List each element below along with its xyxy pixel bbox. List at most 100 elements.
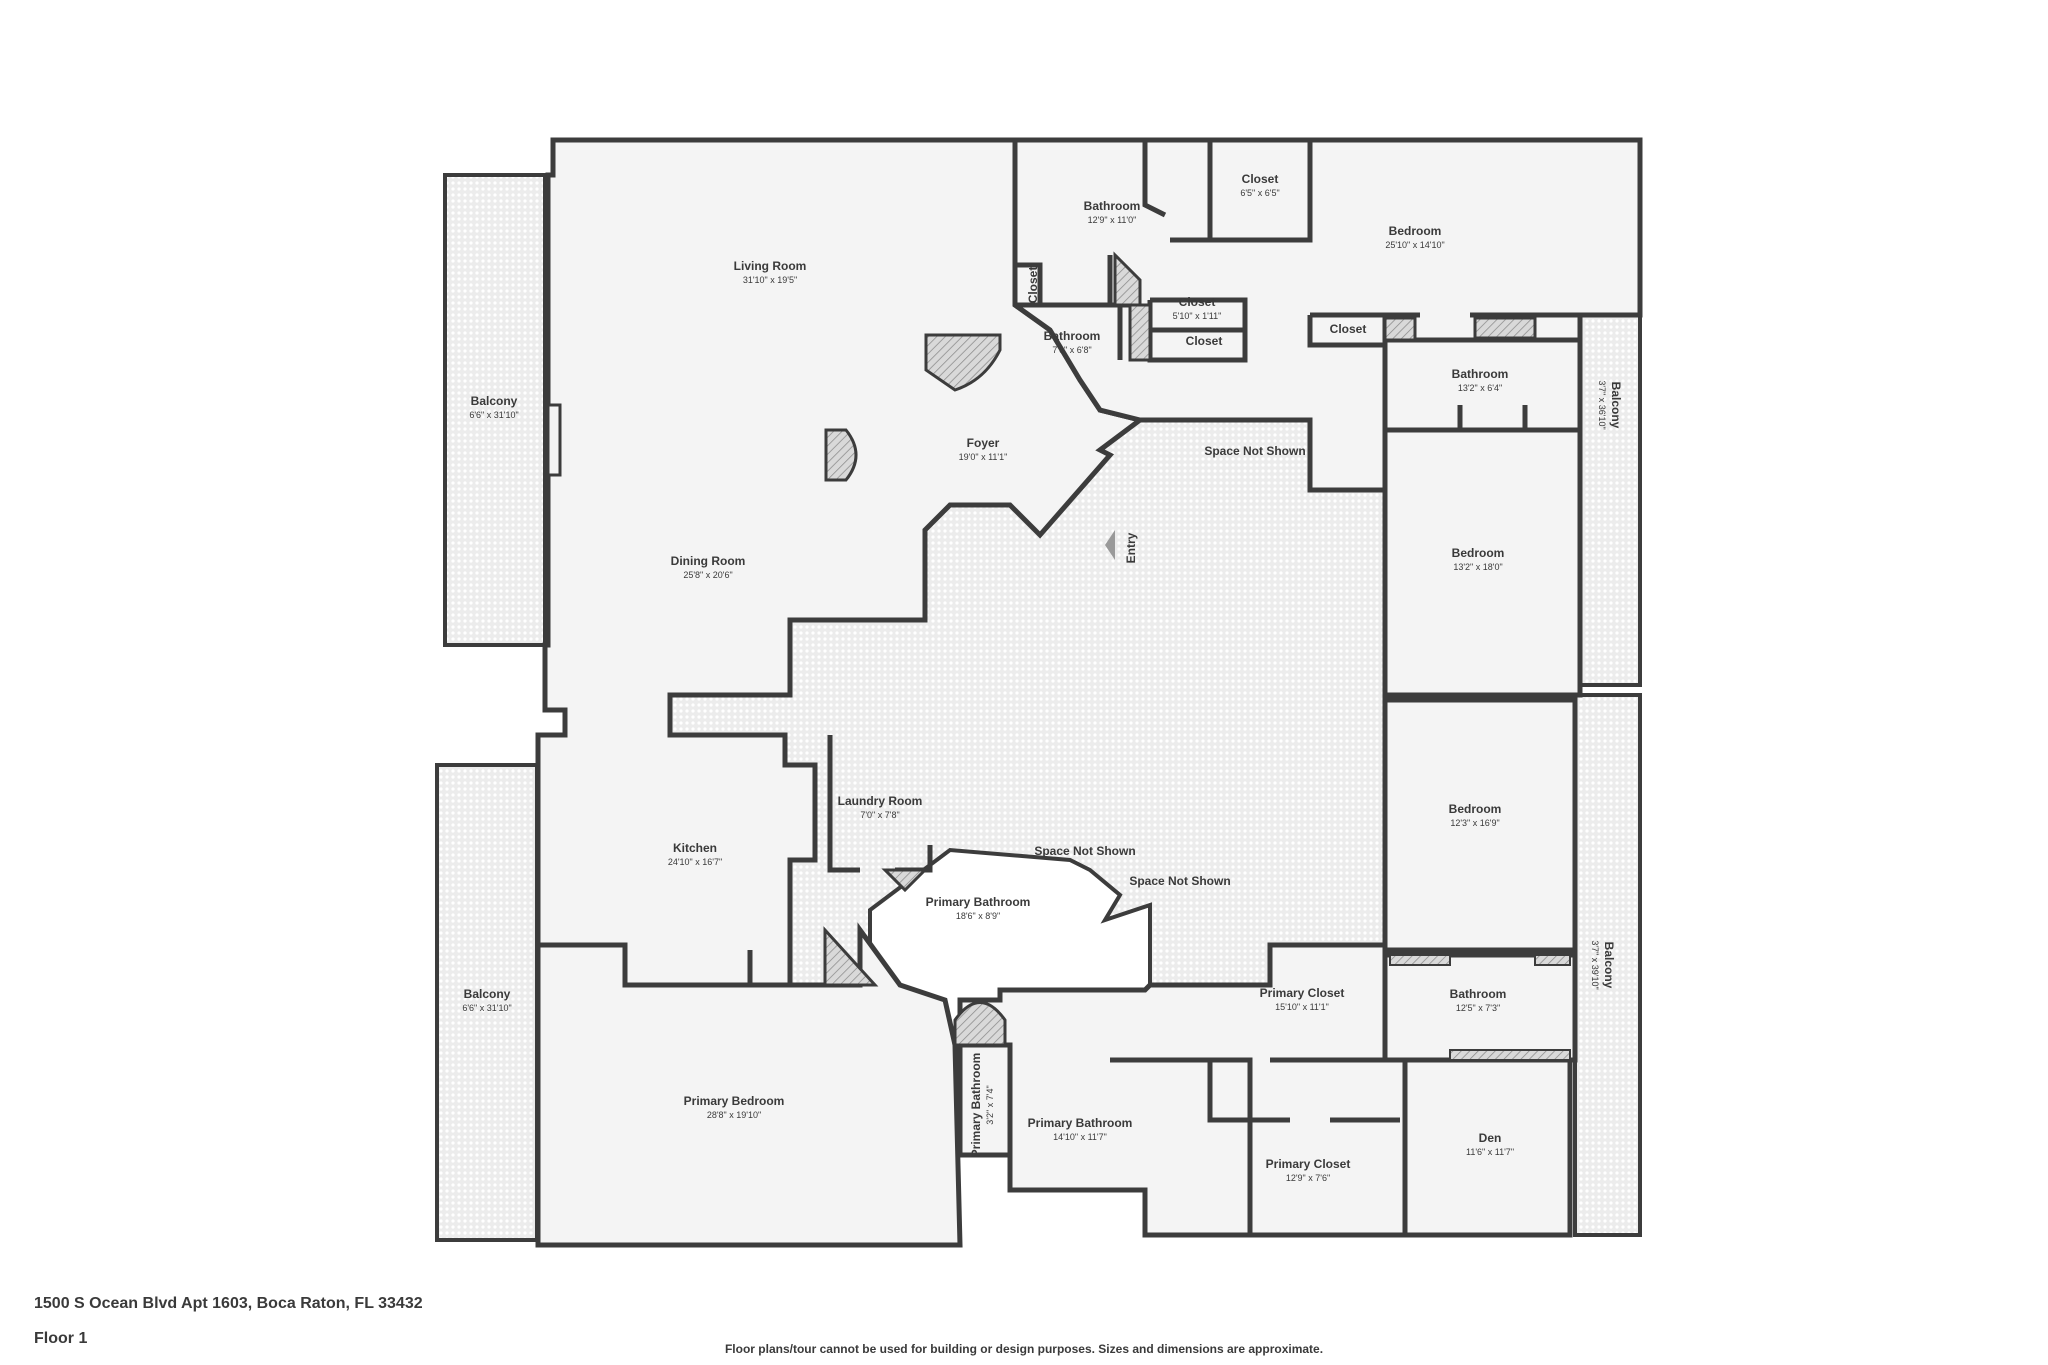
room-name: Den <box>1479 1131 1502 1145</box>
room-name: Primary Bedroom <box>684 1094 785 1108</box>
footer-floor: Floor 1 <box>34 1330 88 1347</box>
room-dimensions: 25'8" x 20'6" <box>683 570 732 580</box>
room-dimensions: 25'10" x 14'10" <box>1385 240 1444 250</box>
room-label-living-room: Living Room 31'10" x 19'5" <box>734 259 807 285</box>
room-name: Balcony <box>1602 942 1616 989</box>
room-name: Primary Bathroom <box>926 895 1031 909</box>
room-name: Laundry Room <box>838 794 923 808</box>
room-label-closet-top: Closet 6'5" x 6'5" <box>1240 172 1279 198</box>
room-label-bathroom-top: Bathroom 12'9" x 11'0" <box>1084 199 1141 225</box>
room-dimensions: 3'7" x 36'10" <box>1597 380 1607 429</box>
room-dimensions: 6'5" x 6'5" <box>1240 188 1279 198</box>
room-label-primary-bathroom-2: Primary Bathroom 14'10" x 11'7" <box>1028 1116 1133 1142</box>
room-label-den: Den 11'6" x 11'7" <box>1466 1131 1514 1157</box>
primary-bedroom-area <box>535 922 963 1248</box>
room-dimensions: 12'9" x 11'0" <box>1088 215 1137 225</box>
closet-small-label: Closet <box>1026 267 1040 304</box>
room-dimensions: 19'0" x 11'1" <box>959 452 1008 462</box>
balcony-left-bottom-area <box>435 763 539 1242</box>
room-dimensions: 12'3" x 16'9" <box>1450 818 1499 828</box>
room-name: Primary Bathroom <box>969 1053 983 1158</box>
room-label-closet-a: Closet 5'10" x 1'11" <box>1173 295 1222 321</box>
room-dimensions: 15'10" x 11'1" <box>1275 1002 1329 1012</box>
fixture-right-low-1 <box>1389 954 1451 966</box>
room-name: Primary Bathroom <box>1028 1116 1133 1130</box>
room-name: Kitchen <box>673 841 717 855</box>
fixture-laundry <box>881 868 929 893</box>
fixture-right-low-2 <box>1534 954 1571 966</box>
fixture-right-top-1 <box>1383 316 1417 342</box>
room-name: Dining Room <box>671 554 746 568</box>
room-label-foyer: Foyer 19'0" x 11'1" <box>959 436 1008 462</box>
room-dimensions: 12'5" x 7'3" <box>1456 1003 1500 1013</box>
fixture-column-left <box>824 428 858 482</box>
room-label-closet-c: Closet <box>1330 322 1367 336</box>
room-label-closet-b: Closet <box>1186 334 1223 348</box>
fixture-foyer-left <box>924 333 1002 392</box>
fixtures <box>546 251 1571 1061</box>
room-dimensions: 11'6" x 11'7" <box>1466 1147 1514 1157</box>
room-name: Foyer <box>967 436 1000 450</box>
room-label-primary-bathroom-1: Primary Bathroom 18'6" x 8'9" <box>926 895 1031 921</box>
interior-walls <box>747 140 1580 1235</box>
room-dimensions: 7'0" x 7'8" <box>860 810 899 820</box>
entry-arrow-icon <box>1105 530 1115 560</box>
fixture-right-low-3 <box>1449 1049 1571 1061</box>
room-name: Bathroom <box>1452 367 1509 381</box>
room-dimensions: 18'6" x 8'9" <box>956 911 1000 921</box>
footer-disclaimer: Floor plans/tour cannot be used for buil… <box>724 1342 1324 1356</box>
room-name: Closet <box>1179 295 1216 309</box>
bedroom-right-mid-area <box>1382 697 1578 953</box>
fixture-kitchen-corner <box>823 926 879 987</box>
fixture-balcony-rail <box>546 403 562 477</box>
entry-label: Entry <box>1124 532 1138 563</box>
room-label-laundry-room: Laundry Room 7'0" x 7'8" <box>838 794 923 820</box>
room-label-bathroom-right: Bathroom 13'2" x 6'4" <box>1452 367 1509 393</box>
room-name: Bathroom <box>1044 329 1101 343</box>
room-dimensions: 3'7" x 39'10" <box>1590 940 1600 989</box>
room-label-bedroom-right-mid: Bedroom 12'3" x 16'9" <box>1449 802 1502 828</box>
room-label-balcony-left-bottom: Balcony 6'6" x 31'10" <box>462 987 511 1013</box>
bathroom-right-low-area <box>1382 952 1578 1063</box>
room-dimensions: 13'2" x 6'4" <box>1458 383 1502 393</box>
balcony-right-bottom-area <box>1573 693 1642 1237</box>
footer-address: 1500 S Ocean Blvd Apt 1603, Boca Raton, … <box>34 1295 423 1312</box>
room-label-balcony-left-top: Balcony 6'6" x 31'10" <box>469 394 518 420</box>
room-name: Living Room <box>734 259 807 273</box>
room-dimensions: 7'6" x 6'8" <box>1052 345 1091 355</box>
room-name: Bathroom <box>1084 199 1141 213</box>
room-name: Balcony <box>464 987 511 1001</box>
room-dimensions: 6'6" x 31'10" <box>462 1003 511 1013</box>
room-dimensions: 6'6" x 31'10" <box>469 410 518 420</box>
room-name: Closet <box>1186 334 1223 348</box>
fixture-right-top-2 <box>1473 316 1537 340</box>
fixture-primary-bath-tub <box>953 1001 1007 1047</box>
room-name: Bedroom <box>1449 802 1502 816</box>
room-name: Balcony <box>1609 382 1623 429</box>
space-not-shown-label-1: Space Not Shown <box>1204 444 1305 458</box>
room-dimensions: 31'10" x 19'5" <box>743 275 797 285</box>
fixture-closet-small <box>1128 303 1152 362</box>
room-label-dining-room: Dining Room 25'8" x 20'6" <box>671 554 746 580</box>
room-label-bathroom-mid: Bathroom 7'6" x 6'8" <box>1044 329 1101 355</box>
room-name: Closet <box>1242 172 1279 186</box>
room-name: Balcony <box>471 394 518 408</box>
room-dimensions: 12'9" x 7'6" <box>1286 1173 1330 1183</box>
balcony-left-top-area <box>443 173 547 647</box>
bedroom-right-top-area <box>1382 427 1583 698</box>
room-dimensions: 5'10" x 1'11" <box>1173 311 1222 321</box>
room-dimensions: 13'2" x 18'0" <box>1453 562 1502 572</box>
space-not-shown-label-3: Space Not Shown <box>1129 874 1230 888</box>
room-dimensions: 14'10" x 11'7" <box>1053 1132 1107 1142</box>
room-dimensions: 3'2" x 7'4" <box>985 1085 995 1124</box>
